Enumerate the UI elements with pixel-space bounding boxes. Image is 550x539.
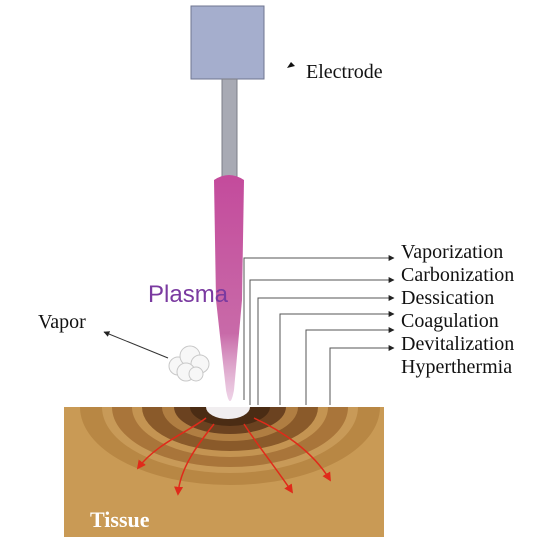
effect-label-coagulation: Coagulation bbox=[401, 310, 499, 332]
leader-dessication bbox=[257, 295, 395, 405]
electrode-label: Electrode bbox=[306, 61, 383, 83]
heat-arrow bbox=[174, 423, 215, 496]
tissue-block: Tissue bbox=[64, 407, 384, 537]
leader-coagulation bbox=[279, 311, 395, 405]
effect-leaders bbox=[243, 255, 395, 405]
heat-arrow bbox=[243, 423, 293, 494]
plasma-column bbox=[214, 175, 244, 401]
electrode-head bbox=[190, 5, 265, 80]
leader-carbonization bbox=[249, 277, 395, 405]
effect-label-devitalization: Devitalization bbox=[401, 333, 514, 355]
vapor-arrow bbox=[103, 331, 169, 359]
thermal-zones bbox=[80, 407, 380, 485]
electrode-pointer-icon bbox=[287, 62, 295, 68]
electrode-shaft bbox=[221, 78, 238, 182]
vapor-label: Vapor bbox=[38, 311, 86, 333]
leader-hyperthermia bbox=[329, 345, 395, 405]
tissue-label: Tissue bbox=[90, 507, 150, 532]
heat-arrow bbox=[253, 417, 331, 482]
effect-label-dessication: Dessication bbox=[401, 287, 494, 309]
vapor-cloud bbox=[168, 345, 210, 382]
plasma-label: Plasma bbox=[148, 281, 229, 308]
effect-labels: Vaporization Carbonization Dessication C… bbox=[401, 241, 514, 378]
effect-label-vaporization: Vaporization bbox=[401, 241, 503, 263]
heat-arrows bbox=[136, 417, 331, 496]
leader-vaporization bbox=[243, 255, 395, 400]
zone-vaporization bbox=[206, 407, 250, 419]
heat-arrow bbox=[136, 417, 207, 470]
effect-label-carbonization: Carbonization bbox=[401, 264, 514, 286]
effect-label-hyperthermia: Hyperthermia bbox=[401, 356, 512, 378]
leader-devitalization bbox=[305, 327, 395, 405]
plasma: Plasma bbox=[148, 175, 244, 401]
electrode bbox=[190, 5, 265, 182]
